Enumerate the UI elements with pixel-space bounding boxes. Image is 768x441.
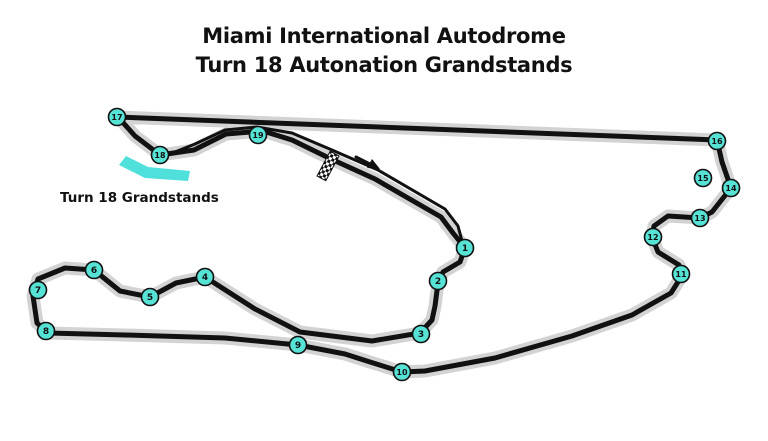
turn-marker-circle: [84, 260, 104, 280]
turn-marker-circle: [455, 238, 475, 258]
turn-marker-circle: [428, 271, 448, 291]
turn-marker-6: 6: [84, 260, 104, 280]
title-line-2: Turn 18 Autonation Grandstands: [195, 53, 573, 77]
turn-marker-12: 12: [643, 227, 663, 247]
turn-marker-circle: [107, 107, 127, 127]
map-title: Miami International Autodrome Turn 18 Au…: [0, 22, 768, 80]
turn-marker-15: 15: [693, 168, 713, 188]
turn-marker-label: 2: [435, 277, 441, 287]
turn-marker-1: 1: [455, 238, 475, 258]
turn-marker-label: 6: [91, 266, 97, 276]
turn-marker-label: 15: [697, 174, 709, 183]
turn-marker-13: 13: [690, 208, 710, 228]
turn-marker-circle: [693, 168, 713, 188]
turn-marker-circle: [28, 280, 48, 300]
turn-marker-2: 2: [428, 271, 448, 291]
turn-marker-16: 16: [707, 131, 727, 151]
turn-marker-label: 18: [154, 151, 166, 160]
turn-marker-circle: [411, 324, 431, 344]
turn-marker-10: 10: [392, 362, 412, 382]
turn-marker-label: 5: [147, 293, 153, 303]
turn-marker-label: 3: [418, 330, 424, 340]
turn-marker-label: 12: [647, 233, 658, 242]
turn-marker-label: 14: [725, 184, 737, 193]
turn-marker-circle: [36, 321, 56, 341]
turn-marker-11: 11: [671, 264, 691, 284]
turn-marker-3: 3: [411, 324, 431, 344]
turn-marker-label: 8: [43, 327, 49, 337]
turn-marker-5: 5: [140, 287, 160, 307]
turn-marker-label: 11: [675, 270, 687, 279]
turn-marker-label: 19: [252, 131, 264, 140]
turn-marker-circle: [150, 145, 170, 165]
turn-marker-9: 9: [288, 335, 308, 355]
turn-marker-4: 4: [195, 267, 215, 287]
turn-marker-circle: [707, 131, 727, 151]
title-line-1: Miami International Autodrome: [202, 24, 566, 48]
turn-marker-label: 9: [295, 341, 301, 351]
turn-marker-18: 18: [150, 145, 170, 165]
turn-marker-label: 16: [711, 137, 723, 146]
turn-marker-circle: [690, 208, 710, 228]
turn-marker-label: 10: [396, 368, 408, 377]
grandstand-label: Turn 18 Grandstands: [60, 190, 219, 206]
turn-marker-circle: [721, 178, 741, 198]
turn-marker-label: 7: [35, 286, 41, 296]
turn-marker-label: 1: [462, 244, 468, 254]
pit-lane: [168, 125, 464, 243]
turn-marker-circle: [195, 267, 215, 287]
turn-marker-circle: [248, 125, 268, 145]
turn-marker-label: 17: [111, 113, 122, 122]
grandstand-turn-18: [119, 156, 190, 181]
turn-marker-circle: [392, 362, 412, 382]
turn-marker-label: 13: [694, 214, 705, 223]
turn-marker-17: 17: [107, 107, 127, 127]
turn-marker-label: 4: [202, 273, 208, 283]
track-line: [30, 114, 734, 375]
turn-marker-circle: [140, 287, 160, 307]
checkered-flag-icon: [316, 150, 340, 182]
direction-arrow-icon: [354, 155, 380, 169]
turn-marker-7: 7: [28, 280, 48, 300]
turn-marker-circle: [288, 335, 308, 355]
turn-marker-circle: [671, 264, 691, 284]
turn-marker-8: 8: [36, 321, 56, 341]
turn-marker-circle: [643, 227, 663, 247]
turn-marker-14: 14: [721, 178, 741, 198]
turn-marker-19: 19: [248, 125, 268, 145]
